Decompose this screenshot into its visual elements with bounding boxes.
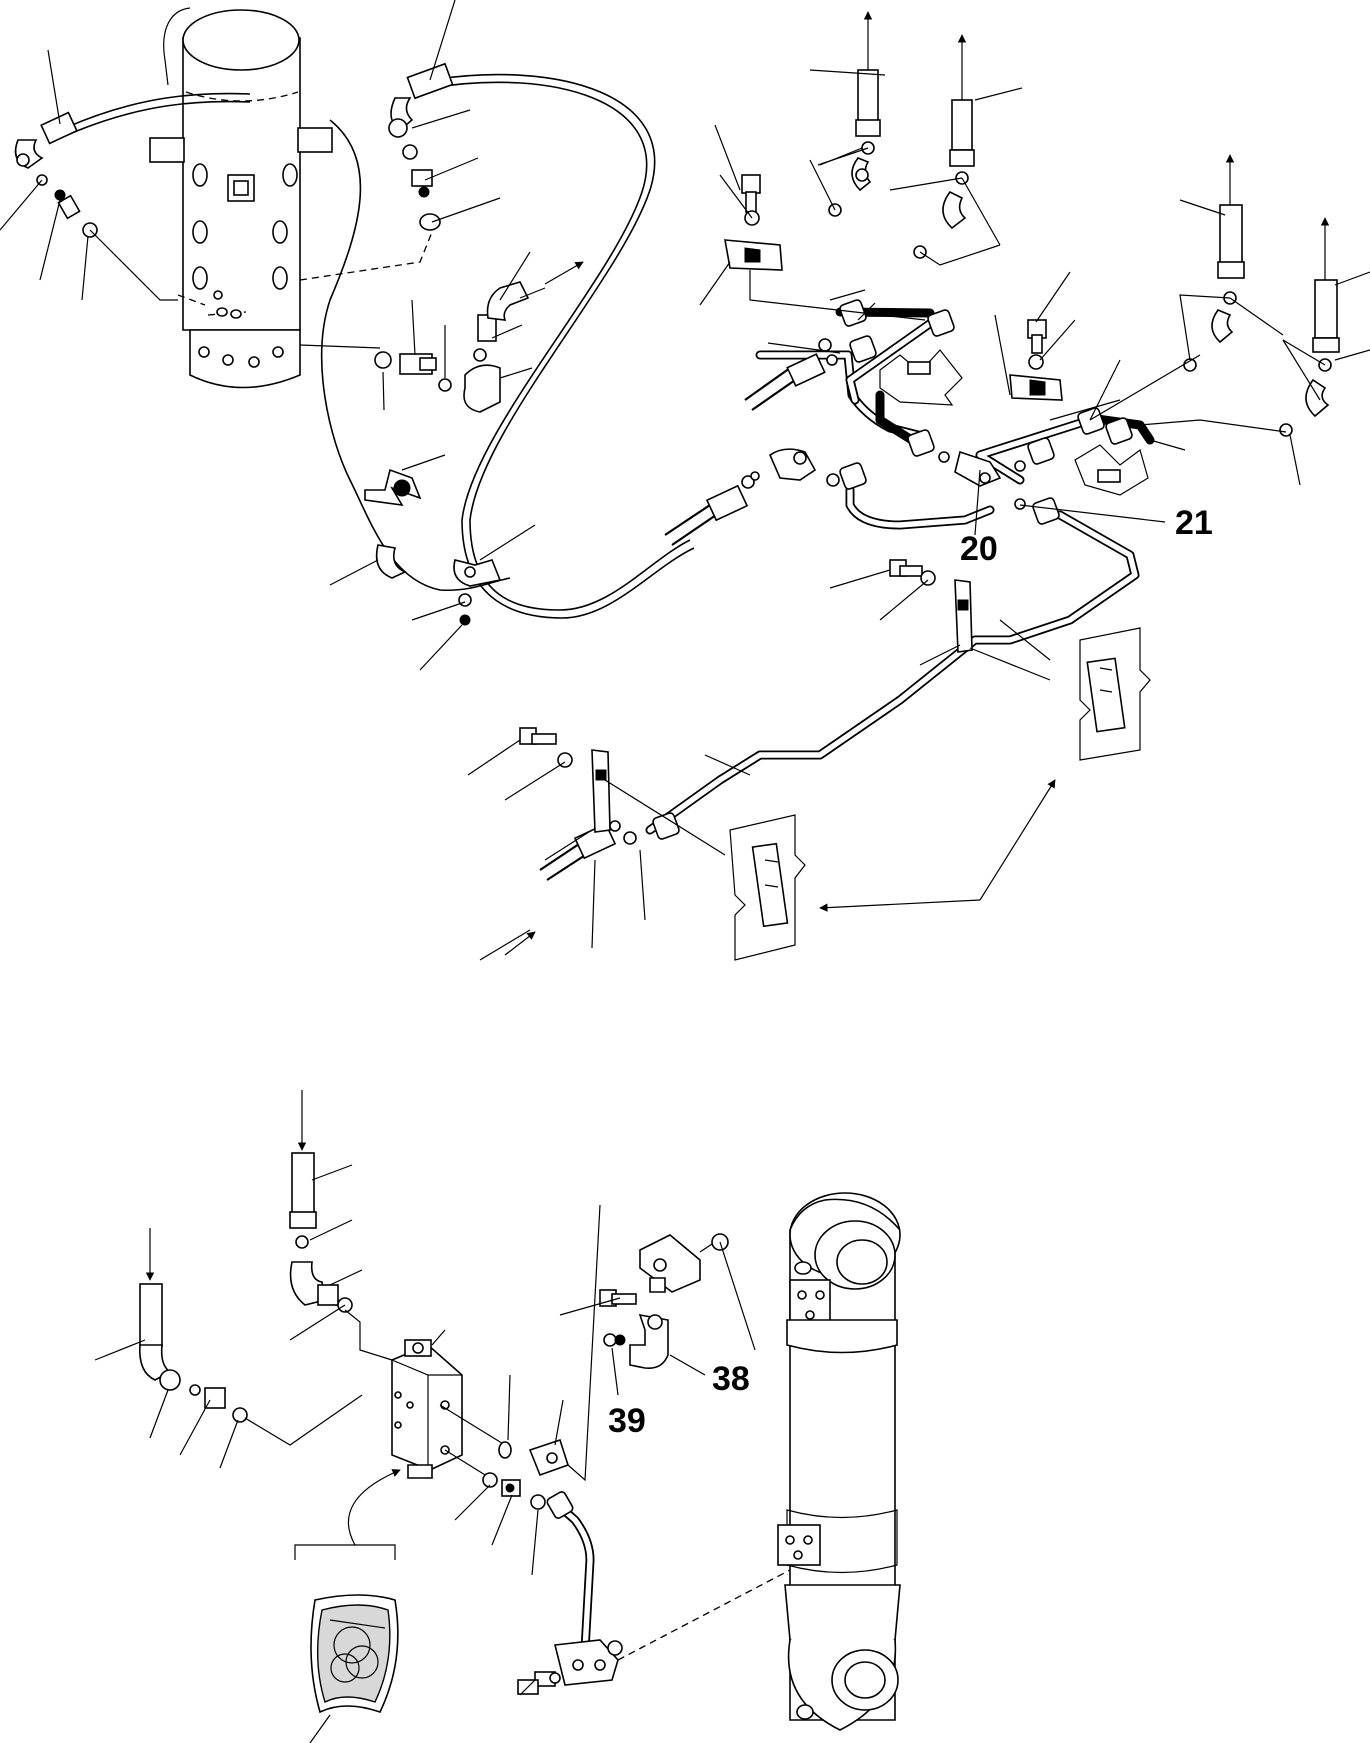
- top-hose-fittings: [299, 0, 501, 281]
- hose-loop: [320, 73, 695, 619]
- hydraulic-cylinder: [777, 1192, 901, 1731]
- valve-block: [391, 1329, 506, 1479]
- cylinder-elbow-fittings: 38 39: [559, 1233, 756, 1440]
- swivel-joint: [149, 7, 333, 389]
- swivel-outlet-fittings: [299, 251, 584, 413]
- swivel-top-left-fittings: [0, 49, 251, 306]
- callout-21: 21: [1175, 504, 1213, 542]
- upper-clamp-assemblies: [699, 124, 1186, 451]
- callout-group-network: 21 20: [960, 469, 1213, 568]
- callout-39: 39: [608, 1402, 646, 1440]
- tee-pipe-network: [645, 307, 1155, 835]
- mid-clamp-set: [467, 559, 1051, 949]
- network-left-couplings: [479, 353, 838, 961]
- callout-38: 38: [712, 1360, 750, 1398]
- upper-hose-ends: [809, 11, 1370, 486]
- cutout-bracket-details: [729, 349, 1151, 961]
- instruction-card: [294, 1469, 401, 1743]
- hose-clamps: [329, 454, 536, 671]
- pipe-nuts: [623, 299, 1133, 845]
- callout-20: 20: [960, 530, 998, 568]
- valve-outlet-fittings: [454, 1204, 791, 1696]
- lower-valve-inlets: [94, 1090, 393, 1469]
- flow-arrows: [819, 779, 1056, 912]
